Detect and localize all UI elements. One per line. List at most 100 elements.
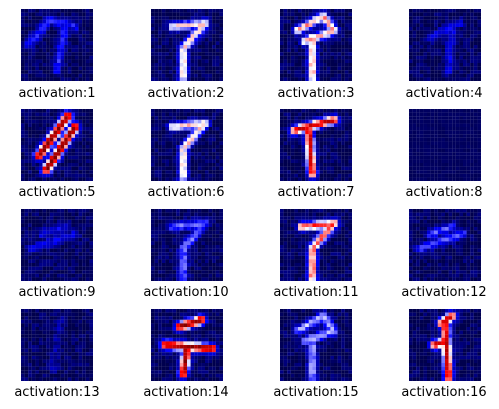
- heatmap-cell: [316, 16, 320, 20]
- heatmap-cell: [312, 234, 317, 238]
- heatmap-cell: [348, 263, 352, 267]
- heatmap-cell: [341, 9, 345, 13]
- heatmap-cell: [219, 209, 223, 213]
- heatmap-cell: [46, 319, 50, 324]
- heatmap-cell: [67, 227, 72, 231]
- heatmap-cell: [183, 163, 188, 167]
- heatmap-cell: [294, 37, 299, 42]
- heatmap-cell: [463, 255, 467, 260]
- heatmap-cell: [334, 12, 338, 17]
- heatmap-cell: [169, 77, 173, 81]
- heatmap-cell: [466, 263, 471, 267]
- heatmap-cell: [194, 12, 198, 17]
- heatmap-cell: [409, 9, 413, 13]
- heatmap-cell: [39, 112, 43, 117]
- heatmap-cell: [409, 12, 413, 17]
- heatmap-cell: [82, 48, 86, 53]
- heatmap-cell: [197, 55, 202, 60]
- heatmap-cell: [427, 77, 431, 81]
- heatmap-cell: [334, 216, 338, 220]
- heatmap-cell: [60, 155, 65, 160]
- heatmap-cell: [294, 45, 299, 49]
- heatmap-cell: [283, 77, 288, 81]
- heatmap-cell: [280, 177, 284, 181]
- heatmap-cell: [334, 166, 338, 171]
- heatmap-cell: [89, 119, 93, 124]
- heatmap-cell: [158, 70, 162, 74]
- heatmap-cell: [151, 252, 155, 256]
- heatmap-cell: [42, 334, 47, 338]
- heatmap-cell: [208, 127, 213, 131]
- heatmap-cell: [412, 212, 417, 217]
- heatmap-cell: [172, 234, 177, 238]
- heatmap-cell: [31, 259, 36, 264]
- heatmap-cell: [57, 27, 61, 31]
- heatmap-cell: [21, 109, 25, 113]
- heatmap-cell: [75, 319, 79, 324]
- heatmap-cell: [445, 237, 449, 242]
- heatmap-cell: [60, 19, 65, 24]
- heatmap-cell: [46, 159, 50, 164]
- heatmap-cell: [448, 145, 453, 149]
- heatmap-cell: [455, 73, 460, 78]
- heatmap-cell: [183, 109, 188, 113]
- heatmap-cell: [212, 163, 216, 167]
- heatmap-cell: [419, 123, 424, 128]
- heatmap-cell: [194, 70, 198, 74]
- heatmap-cell: [219, 119, 223, 124]
- heatmap-cell: [326, 109, 331, 113]
- heatmap-cell: [212, 155, 216, 160]
- heatmap-cell: [316, 30, 320, 35]
- heatmap-cell: [49, 263, 54, 267]
- heatmap-cell: [215, 109, 220, 113]
- heatmap-cell: [190, 248, 195, 253]
- heatmap-cell: [473, 234, 478, 238]
- heatmap-cell: [208, 130, 213, 135]
- heatmap-cell: [308, 248, 313, 253]
- heatmap-cell: [334, 219, 338, 224]
- heatmap-cell: [60, 119, 65, 124]
- heatmap-cell: [466, 23, 471, 28]
- heatmap-cell: [161, 141, 166, 146]
- heatmap-cell: [169, 245, 173, 249]
- heatmap-cell: [187, 166, 191, 171]
- heatmap-cell: [67, 34, 72, 38]
- heatmap-cell: [416, 248, 420, 253]
- heatmap-cell: [89, 234, 93, 238]
- heatmap-cell: [416, 27, 420, 31]
- heatmap-cell: [341, 177, 345, 181]
- heatmap-cell: [64, 37, 68, 42]
- heatmap-cell: [409, 263, 413, 267]
- heatmap-cell: [312, 130, 317, 135]
- heatmap-cell: [448, 23, 453, 28]
- heatmap-cell: [301, 259, 306, 264]
- heatmap-cell: [172, 66, 177, 71]
- heatmap-cell: [341, 34, 345, 38]
- heatmap-cell: [169, 255, 173, 260]
- heatmap-cell: [448, 155, 453, 160]
- heatmap-cell: [312, 27, 317, 31]
- heatmap-cell: [31, 127, 36, 131]
- heatmap-cell: [190, 119, 195, 124]
- heatmap-cell: [326, 223, 331, 228]
- heatmap-cell: [176, 277, 180, 281]
- heatmap-cell: [287, 209, 291, 213]
- heatmap-cell: [412, 109, 417, 113]
- heatmap-cell: [64, 148, 68, 153]
- heatmap-cell: [452, 259, 456, 264]
- heatmap-cell: [305, 66, 309, 71]
- heatmap-cell: [341, 48, 345, 53]
- heatmap-cell: [459, 30, 464, 35]
- heatmap-cell: [323, 34, 327, 38]
- heatmap-cell: [161, 59, 166, 64]
- heatmap-cell: [305, 137, 309, 142]
- heatmap-cell: [298, 252, 302, 256]
- heatmap-cell: [470, 248, 474, 253]
- heatmap-cell: [305, 23, 309, 28]
- heatmap-cell: [21, 234, 25, 238]
- heatmap-cell: [71, 77, 76, 81]
- heatmap-cell: [57, 137, 61, 142]
- heatmap-cell: [53, 16, 58, 20]
- heatmap-cell: [57, 312, 61, 317]
- heatmap-cell: [39, 277, 43, 281]
